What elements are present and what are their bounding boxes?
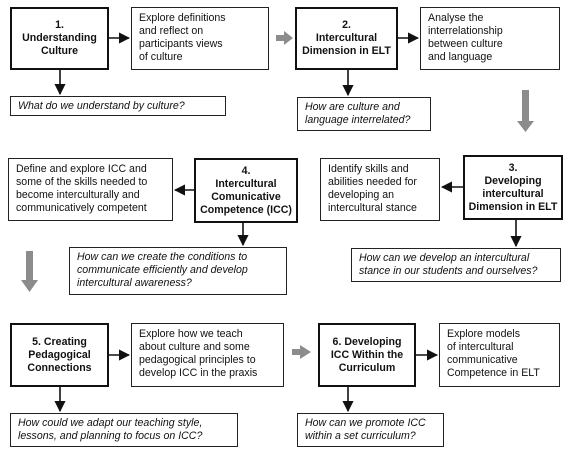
description-1-text: Explore definitions and reflect on parti… [139, 12, 226, 63]
step-6-label: 6. Developing ICC Within the Curriculum [330, 335, 404, 374]
flow-arrow-desc1-to-step2 [276, 31, 293, 45]
description-analyse-interrelationship: Analyse the interrelationship between cu… [420, 7, 560, 70]
description-define-icc: Define and explore ICC and some of the s… [8, 158, 173, 221]
step-2-label: 2. Intercultural Dimension in ELT [302, 19, 391, 57]
step-6-developing-icc-curriculum: 6. Developing ICC Within the Curriculum [318, 323, 416, 387]
flow-arrow-desc4-to-step5 [21, 251, 38, 292]
description-explore-models: Explore models of intercultural communic… [439, 323, 560, 387]
question-develop-intercultural-stance: How can we develop an intercultural stan… [351, 248, 561, 282]
flow-arrow-desc2-to-step3 [517, 90, 534, 132]
question-understand-culture: What do we understand by culture? [10, 96, 226, 116]
step-1-label: 1. Understanding Culture [22, 19, 97, 57]
question-1-text: What do we understand by culture? [18, 100, 185, 112]
description-explore-definitions: Explore definitions and reflect on parti… [131, 7, 269, 70]
description-explore-how-we-teach: Explore how we teach about culture and s… [131, 323, 284, 387]
description-identify-skills: Identify skills and abilities needed for… [320, 158, 440, 221]
step-5-creating-pedagogical-connections: 5. Creating Pedagogical Connections [10, 323, 109, 387]
step-5-label: 5. Creating Pedagogical Connections [27, 335, 92, 374]
question-4-text: How can we create the conditions to comm… [77, 251, 248, 289]
question-2-text: How are culture and language interrelate… [305, 101, 411, 126]
step-4-icc: 4. Intercultural Comunicative Competence… [194, 158, 298, 223]
question-adapt-teaching: How could we adapt our teaching style, l… [10, 413, 238, 447]
question-3-text: How can we develop an intercultural stan… [359, 252, 538, 277]
step-4-label: 4. Intercultural Comunicative Competence… [200, 164, 292, 216]
question-promote-icc: How can we promote ICC within a set curr… [297, 413, 444, 447]
step-2-intercultural-dimension: 2. Intercultural Dimension in ELT [295, 7, 398, 70]
description-4-text: Define and explore ICC and some of the s… [16, 163, 148, 214]
step-3-label: 3. Developing intercultural Dimension in… [468, 161, 558, 213]
question-6-text: How can we promote ICC within a set curr… [305, 417, 426, 442]
description-6-text: Explore models of intercultural communic… [447, 328, 540, 379]
description-5-text: Explore how we teach about culture and s… [139, 328, 258, 379]
question-culture-language: How are culture and language interrelate… [297, 97, 431, 131]
question-create-conditions: How can we create the conditions to comm… [69, 247, 287, 295]
step-3-developing-intercultural-dimension: 3. Developing intercultural Dimension in… [463, 155, 563, 220]
description-2-text: Analyse the interrelationship between cu… [428, 12, 503, 63]
flow-arrow-desc5-to-step6 [292, 345, 311, 359]
question-5-text: How could we adapt our teaching style, l… [18, 417, 203, 442]
description-3-text: Identify skills and abilities needed for… [328, 163, 417, 214]
step-1-understanding-culture: 1. Understanding Culture [10, 7, 109, 70]
